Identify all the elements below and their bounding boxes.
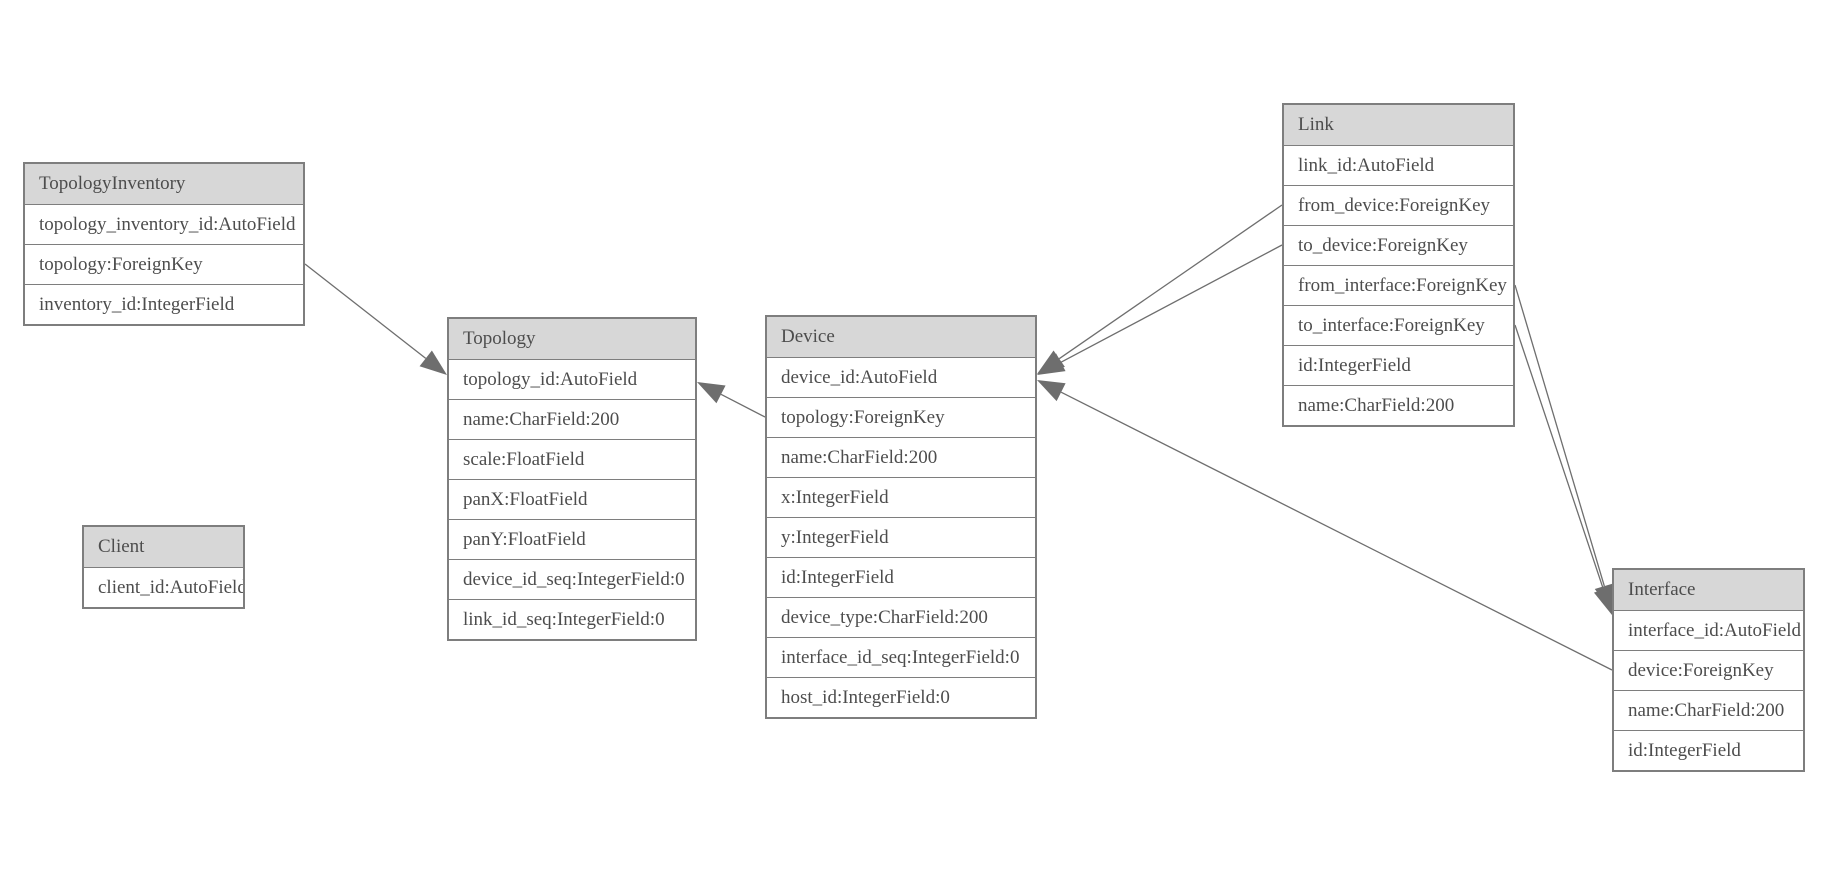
entity-field-row: host_id:IntegerField:0 xyxy=(767,677,1035,717)
entity-title: Topology xyxy=(449,319,695,359)
entity-field-row: from_interface:ForeignKey xyxy=(1284,265,1513,305)
entity-field-row: panX:FloatField xyxy=(449,479,695,519)
entity-field-row: id:IntegerField xyxy=(767,557,1035,597)
entity-field-row: device_id:AutoField xyxy=(767,357,1035,397)
relation-line xyxy=(1514,324,1605,590)
entity-title: Device xyxy=(767,317,1035,357)
relation-arrowhead xyxy=(697,382,726,404)
entity-field-row: scale:FloatField xyxy=(449,439,695,479)
entity-field-row: from_device:ForeignKey xyxy=(1284,185,1513,225)
entity-title: TopologyInventory xyxy=(25,164,303,204)
entity-field-row: topology:ForeignKey xyxy=(767,397,1035,437)
entity-field-row: id:IntegerField xyxy=(1284,345,1513,385)
entity-field-row: topology:ForeignKey xyxy=(25,244,303,284)
relation-arrowhead xyxy=(1037,380,1066,402)
entity-field-row: name:CharField:200 xyxy=(1614,690,1803,730)
entity-field-row: device_id_seq:IntegerField:0 xyxy=(449,559,695,599)
entity-field-row: topology_id:AutoField xyxy=(449,359,695,399)
relation-arrowhead xyxy=(419,350,447,375)
entity-title: Interface xyxy=(1614,570,1803,610)
relation-line xyxy=(304,263,427,359)
entity-field-row: topology_inventory_id:AutoField xyxy=(25,204,303,244)
relation-arrowhead xyxy=(1037,353,1066,375)
entity-field-row: link_id:AutoField xyxy=(1284,145,1513,185)
entity-field-row: name:CharField:200 xyxy=(449,399,695,439)
entity-field-row: name:CharField:200 xyxy=(1284,385,1513,425)
relation-line xyxy=(1058,204,1283,360)
relation-line xyxy=(1514,284,1605,587)
entity-field-row: inventory_id:IntegerField xyxy=(25,284,303,324)
entity-field-row: x:IntegerField xyxy=(767,477,1035,517)
entity-field-row: to_interface:ForeignKey xyxy=(1284,305,1513,345)
entity-field-row: client_id:AutoField xyxy=(84,567,243,607)
entity-field-row: to_device:ForeignKey xyxy=(1284,225,1513,265)
entity-field-row: device_type:CharField:200 xyxy=(767,597,1035,637)
entity-field-row: panY:FloatField xyxy=(449,519,695,559)
relation-arrowhead xyxy=(1593,586,1613,615)
entity-title: Client xyxy=(84,527,243,567)
relation-line xyxy=(1060,244,1283,363)
entity-field-row: id:IntegerField xyxy=(1614,730,1803,770)
entity-field-row: y:IntegerField xyxy=(767,517,1035,557)
entity-title: Link xyxy=(1284,105,1513,145)
entity-field-row: link_id_seq:IntegerField:0 xyxy=(449,599,695,639)
entity-field-row: interface_id_seq:IntegerField:0 xyxy=(767,637,1035,677)
relation-line xyxy=(1060,391,1613,671)
relation-line xyxy=(720,393,766,418)
entity-field-row: name:CharField:200 xyxy=(767,437,1035,477)
entity-field-row: interface_id:AutoField xyxy=(1614,610,1803,650)
entity-field-row: device:ForeignKey xyxy=(1614,650,1803,690)
